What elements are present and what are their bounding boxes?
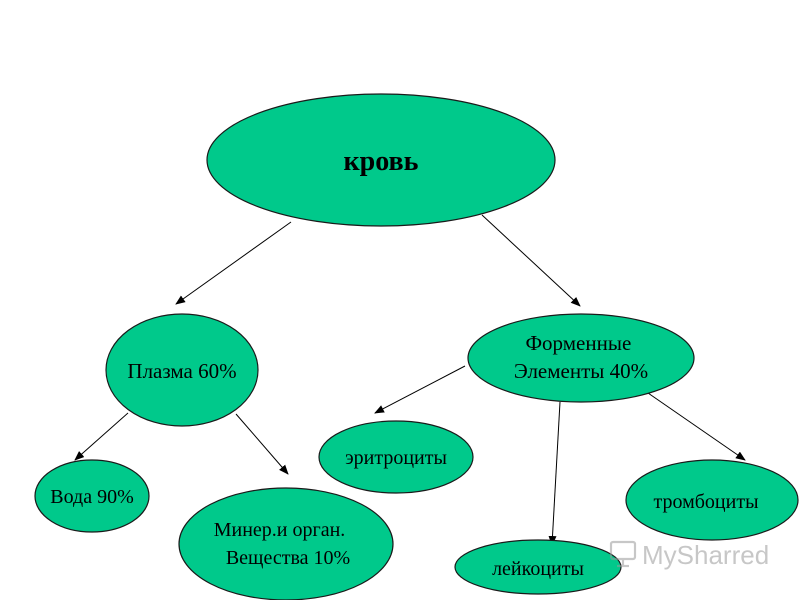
node-formed-elements-label: Форменные Элементы 40%: [514, 331, 648, 383]
node-minerals-label: Минер.и орган. Вещества 10%: [214, 519, 351, 569]
node-formed-elements-label-line-1: Форменные: [525, 331, 631, 355]
node-leukocytes-label-line-1: лейкоциты: [492, 558, 584, 580]
node-formed-elements-label-line-2: Элементы 40%: [514, 359, 648, 383]
node-erythrocytes-label: эритроциты: [345, 447, 447, 469]
edge-formed-leukocytes: [548, 401, 561, 546]
node-thrombocytes-label: тромбоциты: [653, 491, 758, 513]
node-erythrocytes-label-line-1: эритроциты: [345, 447, 447, 469]
node-root-label-line-1: кровь: [344, 146, 419, 177]
node-plasma-shape: [105, 313, 259, 427]
node-erythrocytes-shape: [318, 420, 474, 494]
node-plasma-label: Плазма 60%: [127, 359, 236, 383]
node-minerals: Минер.и орган. Вещества 10%: [178, 487, 394, 600]
node-root: кровь: [206, 93, 556, 227]
edge-root-plasma: [175, 221, 292, 305]
node-thrombocytes-shape: [625, 459, 799, 541]
edge-formed-thrombocytes: [647, 392, 746, 461]
nodes-layer: кровь Плазма 60% Форменные Элементы 40%: [34, 93, 799, 600]
node-minerals-label-line-2: Вещества 10%: [226, 547, 350, 569]
node-formed-elements: Форменные Элементы 40%: [467, 313, 695, 403]
node-minerals-label-line-1: Минер.и орган.: [214, 519, 346, 541]
node-plasma-label-line-1: Плазма 60%: [127, 359, 236, 383]
node-root-shape: [206, 93, 556, 227]
node-thrombocytes: тромбоциты: [625, 459, 799, 541]
edge-formed-erythrocytes: [374, 365, 466, 414]
edge-plasma-water: [74, 412, 129, 461]
node-root-label: кровь: [344, 146, 419, 177]
node-minerals-shape: [178, 487, 394, 600]
node-leukocytes-label: лейкоциты: [492, 558, 584, 580]
node-erythrocytes: эритроциты: [318, 420, 474, 494]
node-water: Вода 90%: [34, 459, 150, 533]
node-water-shape: [34, 459, 150, 533]
node-plasma: Плазма 60%: [105, 313, 259, 427]
edge-plasma-minerals: [235, 413, 289, 475]
node-thrombocytes-label-line-1: тромбоциты: [653, 491, 758, 513]
edge-root-formed: [481, 214, 581, 307]
node-water-label-line-1: Вода 90%: [50, 486, 133, 508]
node-formed-elements-shape: [467, 313, 695, 403]
node-water-label: Вода 90%: [50, 486, 133, 508]
node-leukocytes: лейкоциты: [454, 539, 622, 595]
edges-layer: [74, 214, 746, 546]
